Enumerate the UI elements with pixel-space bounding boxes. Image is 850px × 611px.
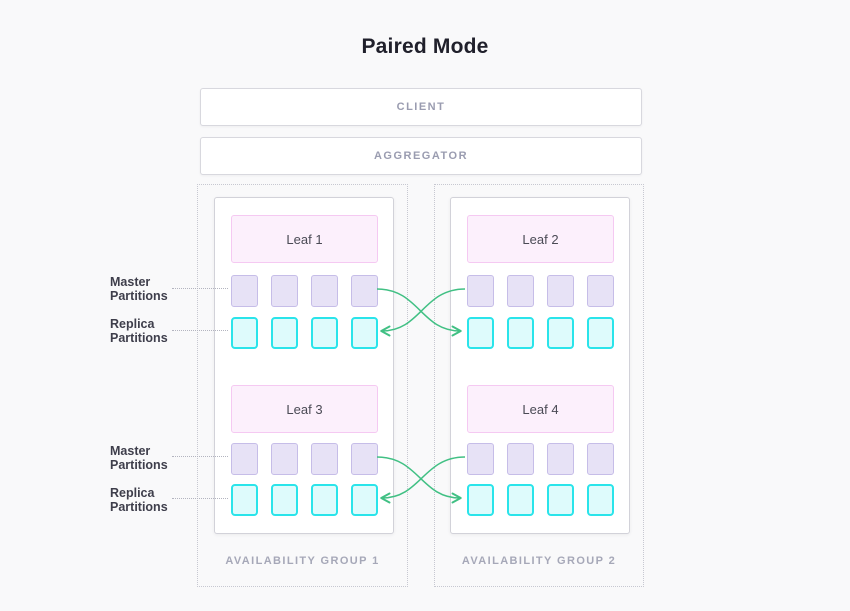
replica-partition-square <box>507 484 534 516</box>
availability-group-1: Leaf 1 Leaf 3 AVAILABILITY GROUP 1 <box>197 184 408 587</box>
leader-line-replica-bottom <box>172 498 228 499</box>
master-partition-square <box>351 443 378 475</box>
replica-partition-square <box>467 484 494 516</box>
availability-group-2-label: AVAILABILITY GROUP 2 <box>461 555 617 567</box>
replica-partition-square <box>271 317 298 349</box>
master-partition-square <box>507 275 534 307</box>
client-box: CLIENT <box>200 88 642 126</box>
replica-partition-square <box>587 317 614 349</box>
master-partition-square <box>271 275 298 307</box>
leaf-2-master-partition-row <box>467 275 614 307</box>
leaf-node-container-2: Leaf 2 Leaf 4 <box>450 197 630 534</box>
master-partition-square <box>311 275 338 307</box>
leaf-3-master-partition-row <box>231 443 378 475</box>
leaf-3-box: Leaf 3 <box>231 385 378 433</box>
replica-partition-square <box>547 484 574 516</box>
replica-partition-square <box>231 317 258 349</box>
master-partition-square <box>507 443 534 475</box>
leaf-3-replica-partition-row <box>231 484 378 516</box>
replica-partition-square <box>547 317 574 349</box>
leaf-1-master-partition-row <box>231 275 378 307</box>
availability-group-1-label: AVAILABILITY GROUP 1 <box>225 555 380 567</box>
replica-partition-square <box>507 317 534 349</box>
master-partitions-label-top: Master Partitions <box>110 275 168 303</box>
master-partition-square <box>311 443 338 475</box>
master-partition-square <box>351 275 378 307</box>
replica-partition-square <box>271 484 298 516</box>
replica-partitions-label-top: Replica Partitions <box>110 317 168 345</box>
aggregator-label: AGGREGATOR <box>373 150 469 162</box>
client-label: CLIENT <box>396 101 446 113</box>
aggregator-box: AGGREGATOR <box>200 137 642 175</box>
master-partition-square <box>231 275 258 307</box>
leaf-2-box: Leaf 2 <box>467 215 614 263</box>
availability-group-2: Leaf 2 Leaf 4 AVAILABILITY GROUP 2 <box>434 184 644 587</box>
leaf-node-container-1: Leaf 1 Leaf 3 <box>214 197 394 534</box>
leaf-1-box: Leaf 1 <box>231 215 378 263</box>
leader-line-master-bottom <box>172 456 228 457</box>
page-title: Paired Mode <box>361 35 489 58</box>
master-partition-square <box>467 443 494 475</box>
replica-partition-square <box>231 484 258 516</box>
replica-partition-square <box>311 484 338 516</box>
master-partition-square <box>587 275 614 307</box>
master-partitions-label-bottom: Master Partitions <box>110 444 168 472</box>
replica-partitions-label-bottom: Replica Partitions <box>110 486 168 514</box>
leader-line-replica-top <box>172 330 228 331</box>
replica-partition-square <box>467 317 494 349</box>
master-partition-square <box>547 275 574 307</box>
master-partition-square <box>271 443 298 475</box>
leaf-4-box: Leaf 4 <box>467 385 614 433</box>
leader-line-master-top <box>172 288 228 289</box>
leaf-2-replica-partition-row <box>467 317 614 349</box>
replica-partition-square <box>351 484 378 516</box>
leaf-4-replica-partition-row <box>467 484 614 516</box>
master-partition-square <box>587 443 614 475</box>
master-partition-square <box>467 275 494 307</box>
master-partition-square <box>231 443 258 475</box>
leaf-1-replica-partition-row <box>231 317 378 349</box>
leaf-4-master-partition-row <box>467 443 614 475</box>
master-partition-square <box>547 443 574 475</box>
replica-partition-square <box>311 317 338 349</box>
replica-partition-square <box>587 484 614 516</box>
replica-partition-square <box>351 317 378 349</box>
